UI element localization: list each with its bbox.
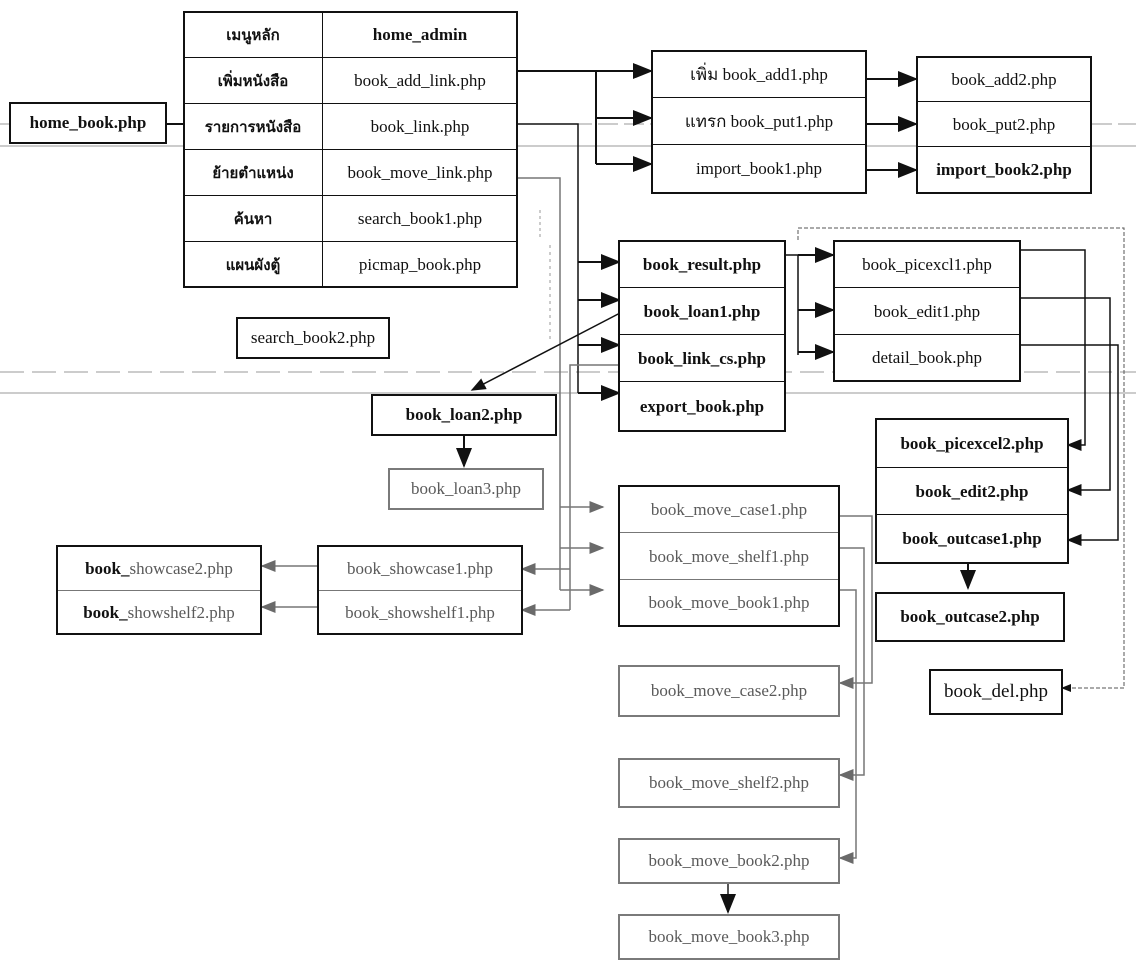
node-book-move-shelf1: book_move_shelf1.php xyxy=(620,534,838,580)
stack-book-move: book_move_case1.php book_move_shelf1.php… xyxy=(618,485,840,627)
node-book-showcase2: book_showcase2.php xyxy=(58,547,260,591)
node-book-add1: เพิ่ม book_add1.php xyxy=(653,52,865,98)
menu-row-file: book_link.php xyxy=(322,103,518,150)
stack-add-results: book_add2.php book_put2.php import_book2… xyxy=(916,56,1092,194)
menu-row-label: ค้นหา xyxy=(183,195,323,242)
menu-row-label: ย้ายตำแหน่ง xyxy=(183,149,323,196)
node-book-showshelf2: book_showshelf2.php xyxy=(58,592,260,633)
stack-add-forms: เพิ่ม book_add1.php แทรก book_put1.php i… xyxy=(651,50,867,194)
node-book-move-case1: book_move_case1.php xyxy=(620,487,838,533)
node-book-move-book2: book_move_book2.php xyxy=(618,838,840,884)
node-book-move-book1: book_move_book1.php xyxy=(620,581,838,625)
node-book-edit1: book_edit1.php xyxy=(835,289,1019,335)
showcase2-suffix: showcase2.php xyxy=(129,558,233,578)
node-book-result: book_result.php xyxy=(620,242,784,288)
menu-row-label: เมนูหลัก xyxy=(183,11,323,58)
menu-row-file: book_add_link.php xyxy=(322,57,518,104)
menu-row-file: home_admin xyxy=(322,11,518,58)
node-book-del: book_del.php xyxy=(929,669,1063,715)
menu-row-file: book_move_link.php xyxy=(322,149,518,196)
menu-row-file: search_book1.php xyxy=(322,195,518,242)
stack-book-picexcel2: book_picexcel2.php book_edit2.php book_o… xyxy=(875,418,1069,564)
node-book-move-shelf2: book_move_shelf2.php xyxy=(618,758,840,808)
node-book-showcase1: book_showcase1.php xyxy=(319,547,521,591)
menu-row-label: แผนผังตู้ xyxy=(183,241,323,288)
node-book-move-case2: book_move_case2.php xyxy=(618,665,840,717)
node-book-link-cs: book_link_cs.php xyxy=(620,336,784,382)
node-book-loan3: book_loan3.php xyxy=(388,468,544,510)
node-book-put1: แทรก book_put1.php xyxy=(653,99,865,145)
node-search-book2: search_book2.php xyxy=(236,317,390,359)
stack-book-picexcel1: book_picexcl1.php book_edit1.php detail_… xyxy=(833,240,1021,382)
node-home-book: home_book.php xyxy=(9,102,167,144)
menu-row-label: เพิ่มหนังสือ xyxy=(183,57,323,104)
stack-book-result: book_result.php book_loan1.php book_link… xyxy=(618,240,786,432)
node-detail-book: detail_book.php xyxy=(835,336,1019,380)
stack-book-showcase1: book_showcase1.php book_showshelf1.php xyxy=(317,545,523,635)
node-book-picexcel2: book_picexcel2.php xyxy=(877,420,1067,468)
node-book-showshelf1: book_showshelf1.php xyxy=(319,592,521,633)
node-book-loan1: book_loan1.php xyxy=(620,289,784,335)
menu-row-label: รายการหนังสือ xyxy=(183,103,323,150)
stack-book-showcase2: book_showcase2.php book_showshelf2.php xyxy=(56,545,262,635)
node-import-book1: import_book1.php xyxy=(653,146,865,192)
menu-row-file: picmap_book.php xyxy=(322,241,518,288)
node-book-outcase1: book_outcase1.php xyxy=(877,516,1067,562)
node-book-move-book3: book_move_book3.php xyxy=(618,914,840,960)
node-export-book: export_book.php xyxy=(620,383,784,430)
node-book-picexcl1: book_picexcl1.php xyxy=(835,242,1019,288)
node-book-put2: book_put2.php xyxy=(918,103,1090,147)
node-book-loan2: book_loan2.php xyxy=(371,394,557,436)
showshelf2-suffix: showshelf2.php xyxy=(127,602,235,622)
node-book-outcase2: book_outcase2.php xyxy=(875,592,1065,642)
showshelf2-prefix: book_ xyxy=(83,602,128,622)
node-book-edit2: book_edit2.php xyxy=(877,469,1067,515)
node-book-add2: book_add2.php xyxy=(918,58,1090,102)
node-import-book2: import_book2.php xyxy=(918,148,1090,192)
showcase2-prefix: book_ xyxy=(85,558,130,578)
